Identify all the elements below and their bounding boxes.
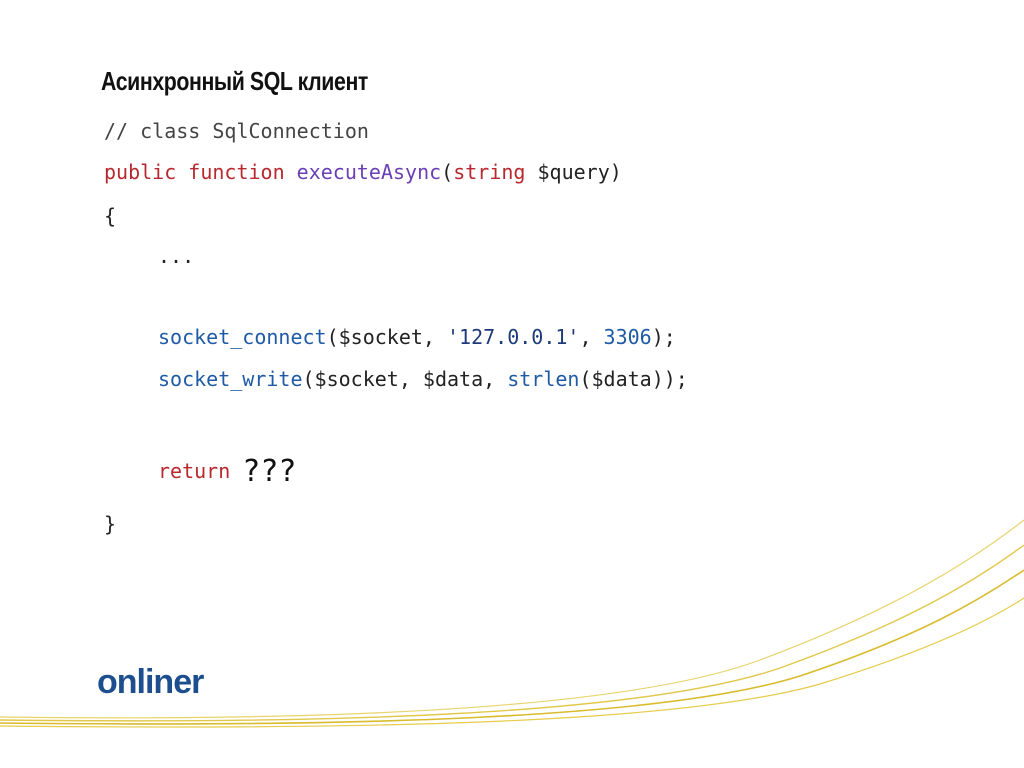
brace-open: { [104, 204, 117, 228]
onliner-logo: onliner [97, 663, 204, 701]
type-string: string [453, 160, 526, 184]
write-args: ($socket, $data, [302, 367, 508, 391]
keyword-function: function [188, 160, 285, 184]
paren-open: ( [441, 160, 454, 184]
code-line-signature: public function executeAsync(string $que… [104, 160, 622, 184]
connect-end: ); [651, 325, 676, 349]
function-socket-write: socket_write [158, 367, 303, 391]
param-query: $query) [525, 160, 622, 184]
slide-title: Асинхронный SQL клиент [101, 66, 368, 96]
connect-separator: , [579, 325, 604, 349]
connect-arg-socket: ($socket, [326, 325, 447, 349]
keyword-return: return [158, 459, 231, 483]
code-block: // class SqlConnection public function e… [104, 0, 688, 536]
code-ellipsis: ... [158, 244, 195, 268]
code-line-return: return ??? [158, 457, 296, 487]
code-comment: // class SqlConnection [104, 119, 369, 143]
keyword-public: public [104, 160, 177, 184]
code-line-connect: socket_connect($socket, '127.0.0.1', 330… [158, 325, 676, 349]
function-strlen: strlen [507, 367, 580, 391]
connect-port-number: 3306 [603, 325, 652, 349]
connect-host-string: '127.0.0.1' [447, 325, 580, 349]
write-end: ($data)); [579, 367, 688, 391]
brace-close: } [104, 512, 117, 536]
code-line-write: socket_write($socket, $data, strlen($dat… [158, 367, 688, 391]
function-name: executeAsync [296, 160, 442, 184]
question-marks: ??? [242, 454, 297, 489]
function-socket-connect: socket_connect [158, 325, 327, 349]
